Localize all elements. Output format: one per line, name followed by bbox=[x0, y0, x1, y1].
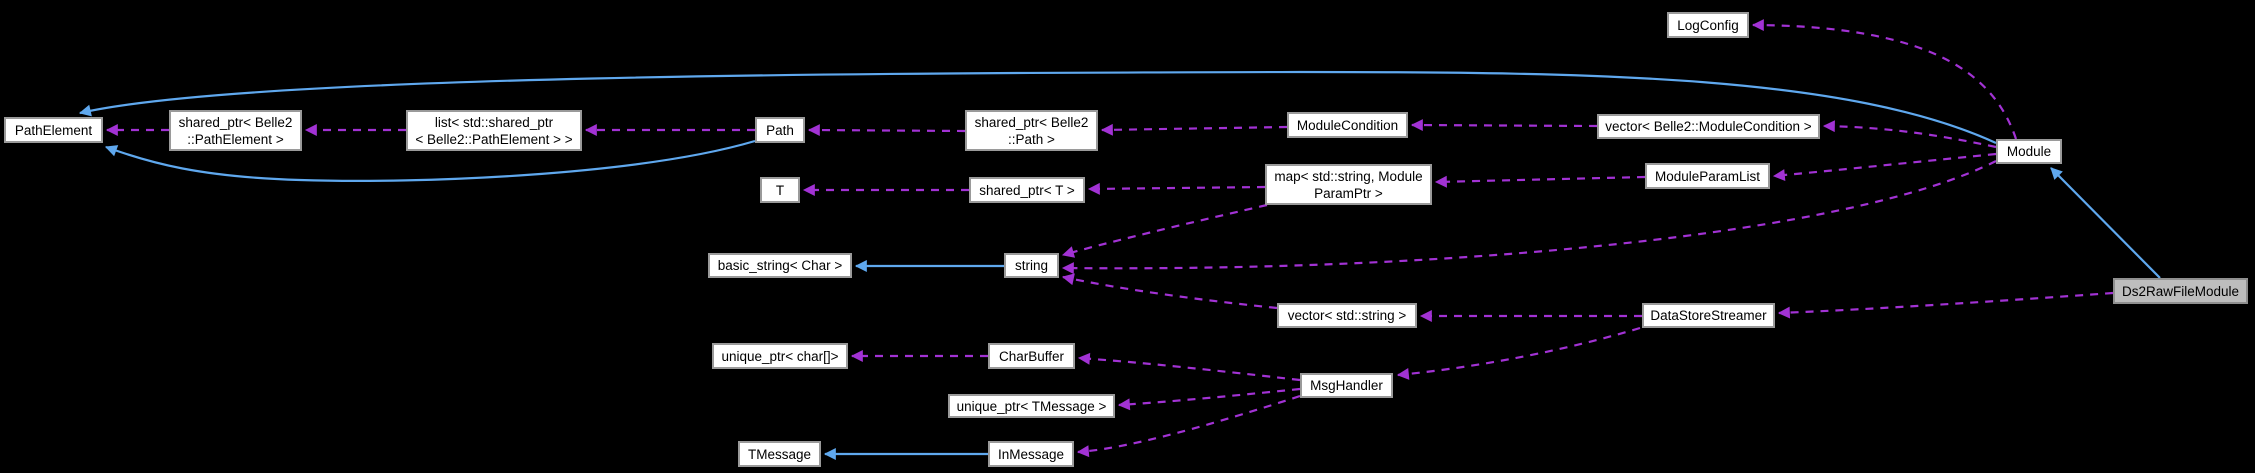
node-label-module: Module bbox=[2006, 144, 2052, 159]
node-vector_string[interactable]: vector< std::string > bbox=[1277, 303, 1417, 328]
node-uptr_char[interactable]: unique_ptr< char[]> bbox=[712, 343, 848, 369]
node-module[interactable]: Module bbox=[1996, 139, 2062, 164]
node-ds2rawfile[interactable]: Ds2RawFileModule bbox=[2113, 278, 2248, 304]
node-label-string: string bbox=[1014, 258, 1048, 273]
edge-module-to-logconfig bbox=[1751, 19, 2018, 140]
node-label-msghandler: MsgHandler bbox=[1310, 378, 1383, 393]
node-modulecondition[interactable]: ModuleCondition bbox=[1287, 112, 1408, 138]
node-vector_mc[interactable]: vector< Belle2::ModuleCondition > bbox=[1597, 114, 1820, 139]
node-label-charbuffer: CharBuffer bbox=[998, 348, 1065, 364]
edge-module-to-vector_mc bbox=[1822, 120, 1997, 149]
node-label-tmessage: TMessage bbox=[747, 446, 812, 462]
node-charbuffer[interactable]: CharBuffer bbox=[988, 343, 1075, 369]
node-label-uptr_char: unique_ptr< char[]> bbox=[721, 348, 839, 364]
edge-ds2rawfile-to-datastorestreamer bbox=[1777, 291, 2114, 319]
edge-vector_mc-to-modulecondition bbox=[1410, 119, 1598, 132]
node-label-sptr_pe: shared_ptr< Belle2 ::PathElement > bbox=[178, 114, 293, 147]
node-datastorestreamer[interactable]: DataStoreStreamer bbox=[1642, 303, 1775, 328]
node-sptr_pe[interactable]: shared_ptr< Belle2 ::PathElement > bbox=[169, 110, 302, 151]
node-label-path: Path bbox=[766, 122, 794, 138]
edge-modulecondition-to-sptr_path bbox=[1100, 123, 1288, 136]
node-label-modulecondition: ModuleCondition bbox=[1296, 117, 1399, 133]
node-label-ds2rawfile: Ds2RawFileModule bbox=[2121, 283, 2240, 299]
edge-map_param-to-sptr_t bbox=[1087, 182, 1266, 195]
node-list_pe[interactable]: list< std::shared_ptr < Belle2::PathElem… bbox=[406, 110, 582, 151]
node-label-inmessage: InMessage bbox=[997, 446, 1065, 462]
node-label-map_param: map< std::string, Module ParamPtr > bbox=[1274, 168, 1423, 201]
node-label-t: T bbox=[775, 182, 785, 198]
node-label-pathelement: PathElement bbox=[14, 122, 93, 138]
edge-module-to-string bbox=[1061, 160, 1997, 275]
node-label-uptr_tmsg: unique_ptr< TMessage > bbox=[956, 398, 1107, 414]
node-label-logconfig: LogConfig bbox=[1677, 17, 1739, 33]
node-pathelement[interactable]: PathElement bbox=[4, 117, 103, 143]
edge-datastorestreamer-to-msghandler bbox=[1396, 326, 1641, 380]
node-string[interactable]: string bbox=[1004, 253, 1059, 278]
node-uptr_tmsg[interactable]: unique_ptr< TMessage > bbox=[948, 394, 1115, 418]
node-moduleparamlist[interactable]: ModuleParamList bbox=[1645, 163, 1770, 189]
node-sptr_path[interactable]: shared_ptr< Belle2 ::Path > bbox=[965, 110, 1098, 151]
edge-msghandler-to-charbuffer bbox=[1077, 352, 1301, 382]
node-basic_string[interactable]: basic_string< Char > bbox=[708, 253, 852, 278]
edge-ds2rawfile-to-module bbox=[2050, 167, 2161, 279]
edge-sptr_path-to-path bbox=[807, 124, 966, 137]
node-map_param[interactable]: map< std::string, Module ParamPtr > bbox=[1265, 164, 1432, 205]
node-tmessage[interactable]: TMessage bbox=[738, 441, 821, 467]
edge-module-to-moduleparamlist bbox=[1772, 152, 1997, 181]
node-t[interactable]: T bbox=[760, 177, 800, 203]
node-label-moduleparamlist: ModuleParamList bbox=[1654, 168, 1761, 184]
edge-moduleparamlist-to-map_param bbox=[1434, 175, 1646, 188]
node-label-vector_string: vector< std::string > bbox=[1287, 308, 1407, 323]
edge-msghandler-to-uptr_tmsg bbox=[1117, 387, 1301, 411]
edge-vector_string-to-string bbox=[1061, 273, 1278, 310]
edge-map_param-to-string bbox=[1061, 203, 1268, 258]
node-inmessage[interactable]: InMessage bbox=[988, 441, 1074, 467]
edge-module-to-pathelement bbox=[78, 70, 1997, 145]
node-label-basic_string: basic_string< Char > bbox=[717, 258, 843, 273]
node-msghandler[interactable]: MsgHandler bbox=[1300, 373, 1393, 398]
node-label-sptr_t: shared_ptr< T > bbox=[979, 182, 1075, 198]
node-label-sptr_path: shared_ptr< Belle2 ::Path > bbox=[974, 114, 1089, 147]
node-sptr_t[interactable]: shared_ptr< T > bbox=[969, 177, 1085, 203]
node-logconfig[interactable]: LogConfig bbox=[1667, 12, 1749, 38]
edge-path-to-pathelement bbox=[104, 139, 756, 182]
node-path[interactable]: Path bbox=[755, 117, 805, 143]
node-label-list_pe: list< std::shared_ptr < Belle2::PathElem… bbox=[415, 114, 573, 147]
edge-msghandler-to-inmessage bbox=[1076, 394, 1301, 458]
node-label-vector_mc: vector< Belle2::ModuleCondition > bbox=[1605, 119, 1812, 134]
node-label-datastorestreamer: DataStoreStreamer bbox=[1650, 308, 1767, 323]
